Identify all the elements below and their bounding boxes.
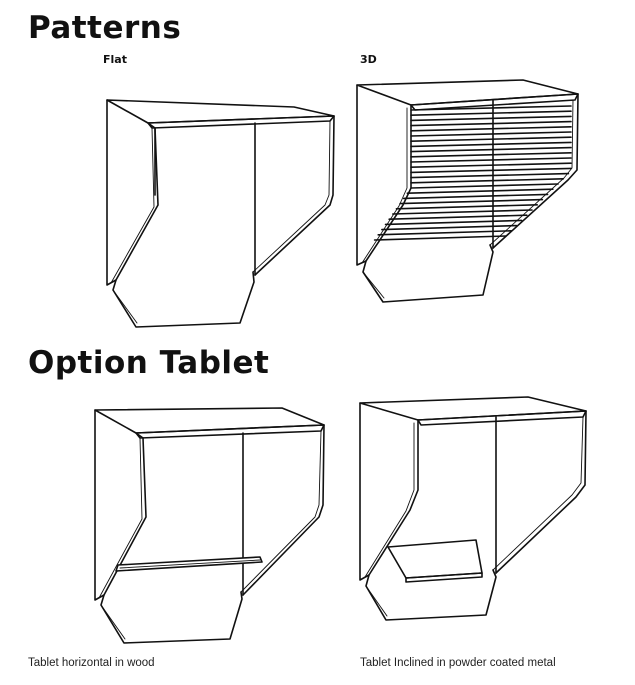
- caption-tablet-horizontal: Tablet horizontal in wood: [28, 657, 155, 669]
- variant-label-3d: 3D: [360, 53, 377, 66]
- booth-tablet-horizontal-illustration: [94, 407, 325, 644]
- booth-3d-illustration: [356, 79, 579, 303]
- booth-flat-illustration: [106, 99, 335, 328]
- booth-tablet-inclined-illustration: [359, 396, 587, 621]
- section-title-option-tablet: Option Tablet: [28, 345, 270, 381]
- caption-tablet-inclined: Tablet Inclined in powder coated metal: [360, 657, 556, 669]
- variant-label-flat: Flat: [103, 53, 127, 66]
- section-title-patterns: Patterns: [28, 10, 182, 46]
